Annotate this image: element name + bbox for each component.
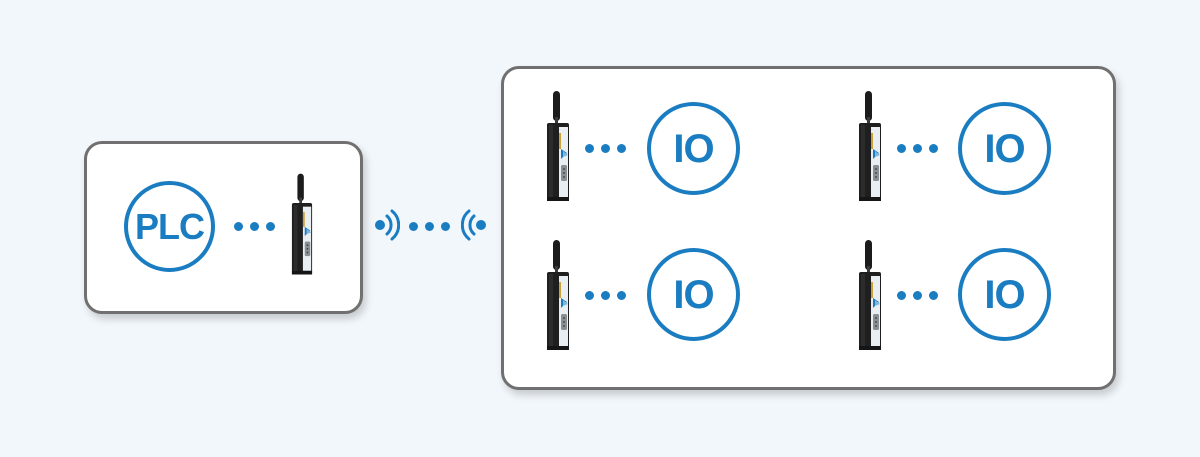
plc-node: PLC (124, 181, 215, 272)
radio-transceiver-icon (859, 240, 881, 350)
io-node: IO (958, 102, 1051, 195)
io-connection-dots (585, 291, 627, 301)
radio-transceiver-icon (547, 240, 569, 350)
io-connection-dots (897, 291, 939, 301)
io-label: IO (673, 272, 714, 317)
signal-emitter-left-icon (375, 209, 400, 241)
plc-label: PLC (135, 205, 205, 247)
io-node: IO (958, 248, 1051, 341)
io-label: IO (984, 272, 1025, 317)
io-node: IO (647, 248, 740, 341)
io-label: IO (673, 126, 714, 171)
plc-connection-dots (234, 222, 276, 232)
radio-transceiver-icon (859, 91, 881, 201)
io-node: IO (647, 102, 740, 195)
radio-transceiver-icon (547, 91, 569, 201)
io-connection-dots (897, 144, 939, 154)
wireless-link-dots (409, 222, 451, 232)
io-label: IO (984, 126, 1025, 171)
radio-transceiver-icon (291, 173, 313, 275)
signal-receiver-right-icon (461, 209, 486, 241)
io-connection-dots (585, 144, 627, 154)
